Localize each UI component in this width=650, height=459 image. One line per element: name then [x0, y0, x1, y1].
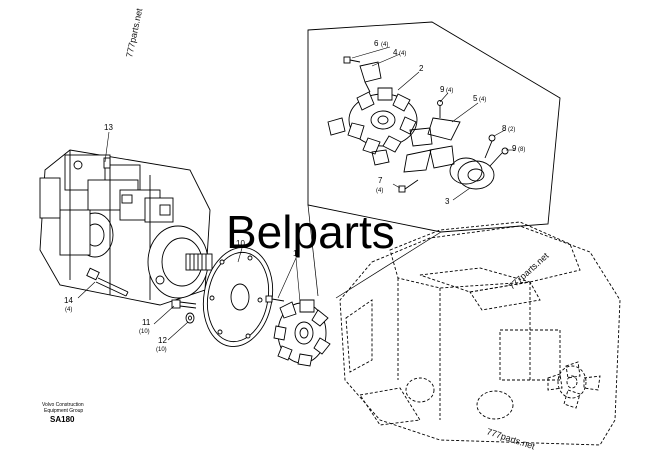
label-9a: 9	[440, 85, 445, 94]
label-9b-qty: (8)	[518, 147, 525, 153]
label-5: 5	[473, 94, 478, 103]
label-6-qty: (4)	[381, 42, 388, 48]
footer-code: SA180	[50, 415, 75, 424]
label-6: 6	[374, 39, 379, 48]
detail-inset	[307, 21, 561, 299]
watermark-brand: Belparts	[226, 206, 395, 258]
footer: Volvo Construction Equipment Group SA180	[42, 402, 84, 424]
label-1: 1	[293, 249, 298, 258]
callout-line	[307, 204, 319, 297]
label-7-qty: (4)	[376, 188, 383, 194]
footer-line2: Equipment Group	[44, 408, 83, 414]
inset-frame	[307, 21, 561, 233]
label-10: 10	[236, 239, 245, 248]
inset-coupling-hub	[347, 87, 418, 155]
inset-wedge-9	[409, 127, 433, 147]
inset-block-4	[359, 61, 382, 83]
label-9b: 9	[512, 144, 517, 153]
label-8-qty: (2)	[508, 127, 515, 133]
label-11: 11	[142, 318, 151, 327]
inset-wedge	[429, 145, 455, 169]
label-4: 4	[393, 48, 398, 57]
inset-rubber-block	[371, 149, 390, 166]
watermark-site-top: 777parts.net	[124, 7, 144, 59]
part-labels: 13 14 (4) 11 (10) 12 (10) 10 1 6 (4) 4 (…	[64, 39, 525, 353]
label-9a-qty: (4)	[446, 88, 453, 94]
bolt-11	[171, 299, 197, 309]
bolt-14	[86, 267, 129, 297]
inset-rubber-block	[327, 117, 346, 136]
inset-wedge	[403, 149, 432, 173]
inset-flange-3	[449, 157, 495, 190]
flywheel-plate-10	[202, 246, 274, 348]
label-4-qty: (4)	[399, 51, 406, 57]
label-3: 3	[445, 197, 450, 206]
footer-line1: Volvo Construction	[42, 402, 84, 408]
inset-bolt-6	[343, 56, 361, 64]
inset-wedge-5	[427, 117, 461, 141]
label-12: 12	[158, 336, 167, 345]
label-12-qty: (10)	[156, 347, 167, 353]
inset-bolt-9a	[437, 100, 443, 118]
leader-lines	[77, 46, 515, 341]
label-2: 2	[419, 64, 424, 73]
inset-bolt-9	[489, 147, 509, 167]
label-13: 13	[104, 123, 113, 132]
label-7: 7	[378, 176, 383, 185]
inset-bolt-7	[398, 179, 419, 193]
inset-bolt-8	[484, 134, 496, 159]
engine-outline	[339, 221, 621, 446]
washer-12	[185, 312, 195, 324]
watermark-site-bottom: 777parts.net	[485, 426, 536, 451]
coupling-1	[273, 299, 331, 367]
label-5-qty: (4)	[479, 97, 486, 103]
label-8: 8	[502, 124, 507, 133]
watermark-site-mid: 777parts.net	[507, 250, 551, 291]
callout-line	[335, 231, 442, 299]
label-14: 14	[64, 296, 73, 305]
plate-bolt	[265, 295, 285, 303]
label-11-qty: (10)	[139, 329, 150, 335]
hydraulic-pump	[39, 149, 213, 306]
label-14-qty: (4)	[65, 307, 72, 313]
